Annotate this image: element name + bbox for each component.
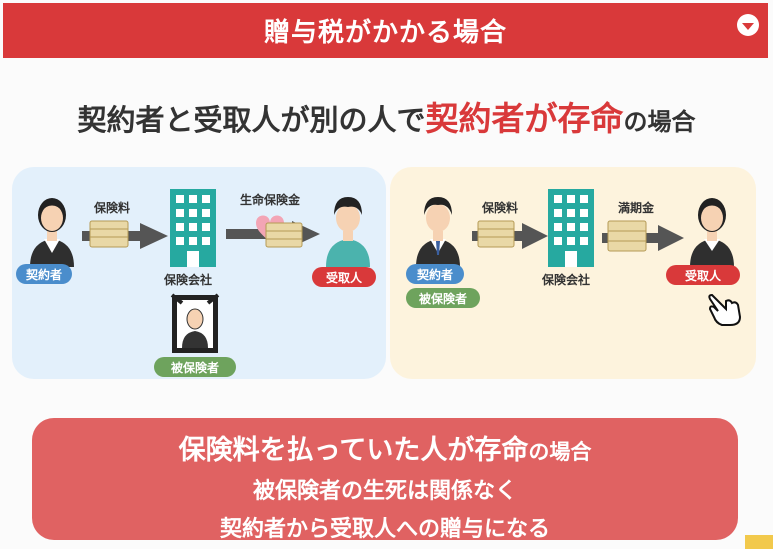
heart-money-arrow-icon [226, 215, 320, 248]
money-arrow-icon [602, 220, 684, 252]
dropdown-toggle-button[interactable] [737, 14, 759, 36]
insurance-company-building-icon [548, 189, 594, 267]
right-scenario-panel: 契約者 被保険者 保険料 保険会社 満期金 [390, 167, 756, 379]
company-label: 保険会社 [164, 273, 213, 287]
subtitle-part1: 契約者と受取人が別の人で [77, 103, 426, 137]
recipient-badge: 受取人 [666, 265, 740, 285]
contractor-badge: 契約者 [406, 264, 464, 284]
summary-line3: 契約者から受取人への贈与になる [219, 517, 550, 542]
header-bar: 贈与税がかかる場合 [3, 3, 768, 58]
money-arrow-icon [82, 220, 168, 249]
benefit-label: 生命保険金 [240, 193, 301, 207]
left-scenario-panel: 契約者 保険料 保険会社 生命保険金 [12, 167, 386, 379]
insurance-company-building-icon [170, 189, 216, 267]
chevron-down-icon [742, 23, 754, 30]
corner-tab [745, 535, 773, 549]
summary-line1-suffix: の場合 [528, 440, 592, 464]
contractor-person-icon [30, 198, 74, 267]
recipient-person-icon [690, 198, 734, 267]
insured-portrait-icon [170, 293, 220, 353]
subtitle: 契約者と受取人が別の人で契約者が存命の場合 [0, 92, 773, 140]
insured-badge: 被保険者 [406, 288, 480, 308]
maturity-benefit-label: 満期金 [618, 201, 655, 215]
subtitle-highlight: 契約者が存命 [425, 99, 624, 138]
recipient-person-icon [326, 197, 370, 267]
company-label: 保険会社 [542, 273, 591, 287]
recipient-badge: 受取人 [312, 267, 376, 287]
summary-line2: 被保険者の生死は関係なく [252, 479, 517, 504]
summary-line1-main: 保険料を払っていた人が存命 [178, 435, 529, 466]
subtitle-part2: の場合 [623, 108, 696, 136]
header-title: 贈与税がかかる場合 [263, 18, 507, 48]
contractor-person-icon [416, 197, 460, 267]
pointer-hand-icon [708, 293, 742, 326]
contractor-badge: 契約者 [16, 264, 72, 284]
money-arrow-icon [472, 220, 548, 249]
premium-label: 保険料 [94, 201, 131, 215]
insured-badge: 被保険者 [154, 357, 236, 377]
summary-line1: 保険料を払っていた人が存命の場合 [32, 428, 738, 467]
premium-label: 保険料 [482, 201, 519, 215]
summary-box: 保険料を払っていた人が存命の場合 被保険者の生死は関係なく 契約者から受取人への… [32, 418, 738, 542]
